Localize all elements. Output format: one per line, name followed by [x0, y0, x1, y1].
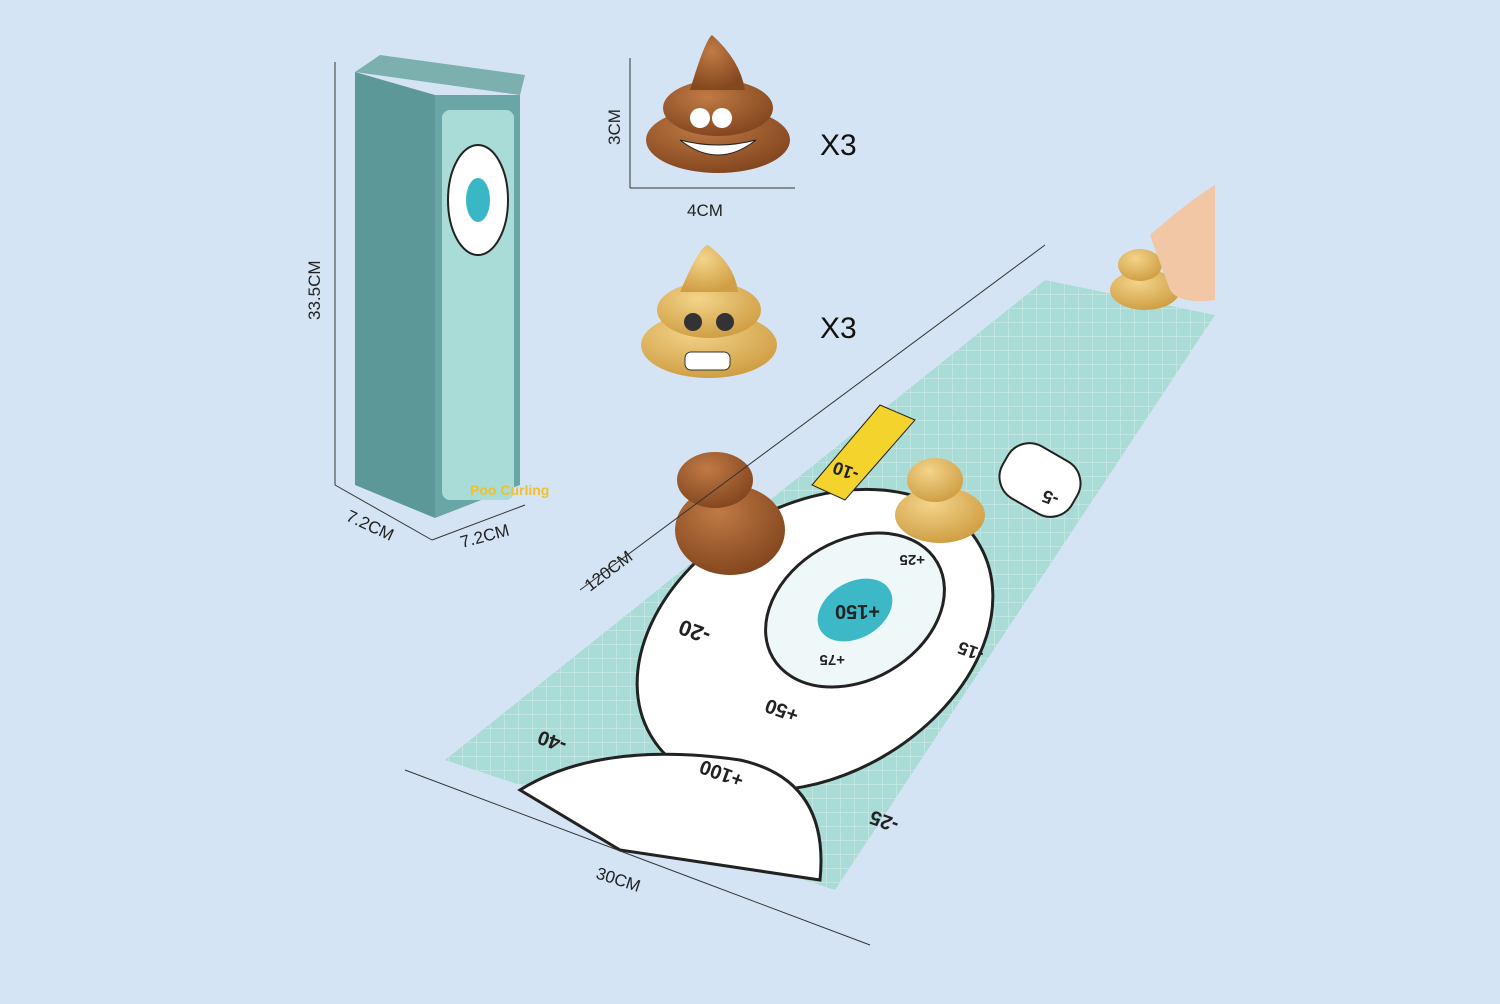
piece-width-label: 4CM [687, 201, 723, 220]
box-height-label: 33.5CM [305, 260, 324, 320]
brown-poo-piece [646, 35, 790, 173]
yellow-poo-on-mat [895, 458, 985, 543]
piece-height-label: 3CM [605, 109, 624, 145]
box-depth-label: 7.2CM [458, 521, 511, 552]
product-box: Poo Curling 33.5CM 7.2CM 7.2CM [305, 55, 549, 552]
brown-poo-on-mat [675, 452, 785, 575]
box-brand-text: Poo Curling [470, 482, 549, 498]
yellow-quantity-label: X3 [820, 312, 857, 345]
yellow-poo-with-hand [1110, 185, 1215, 310]
mat-width-label: 30CM [594, 864, 643, 896]
piece-size-diagram: 3CM 4CM [605, 58, 795, 220]
score-plus-25: +25 [900, 551, 925, 568]
score-plus-150: +150 [835, 600, 880, 622]
box-width-label: 7.2CM [343, 506, 396, 544]
score-plus-75: +75 [820, 651, 845, 668]
curling-mat: +150 +75 +25 +50 +100 -40 -20 -15 -25 -1… [404, 185, 1215, 946]
yellow-poo-piece [641, 245, 777, 378]
score-minus-5: -5 [1039, 486, 1061, 510]
brown-quantity-label: X3 [820, 129, 857, 162]
mat-length-label: 120CM [581, 547, 636, 595]
